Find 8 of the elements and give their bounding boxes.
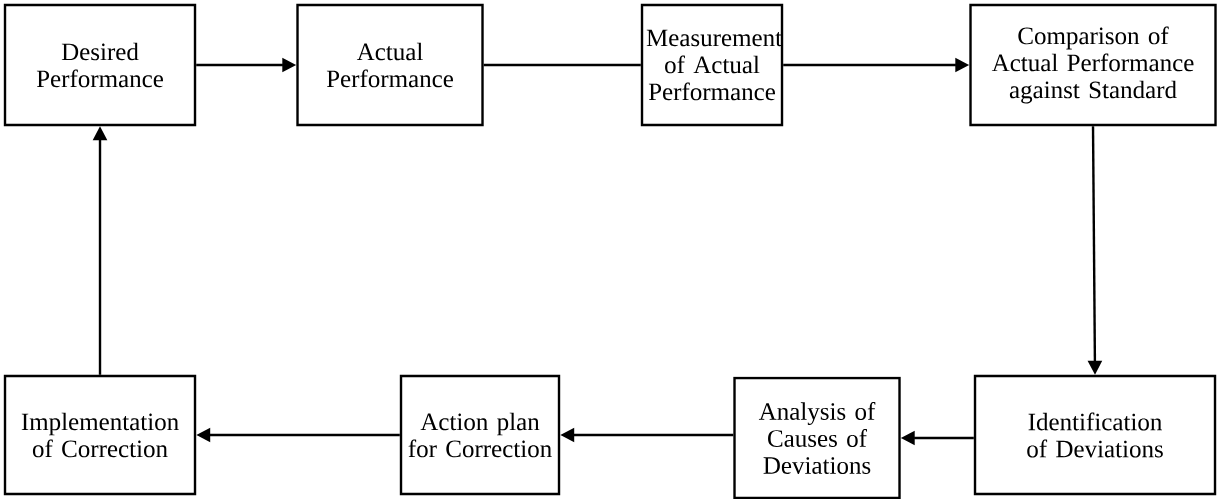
process-box: Action plan for Correction (399, 374, 561, 496)
process-box: Implementation of Correction (3, 374, 197, 496)
process-box: Analysis of Causes of Deviations (733, 376, 901, 499)
process-box: Measurement of Actual Performance (640, 3, 784, 127)
process-box: Actual Performance (296, 3, 484, 127)
process-box: Desired Performance (3, 3, 197, 127)
process-box: Identification of Deviations (973, 374, 1217, 496)
process-box: Comparison of Actual Performance against Standard (969, 3, 1217, 127)
